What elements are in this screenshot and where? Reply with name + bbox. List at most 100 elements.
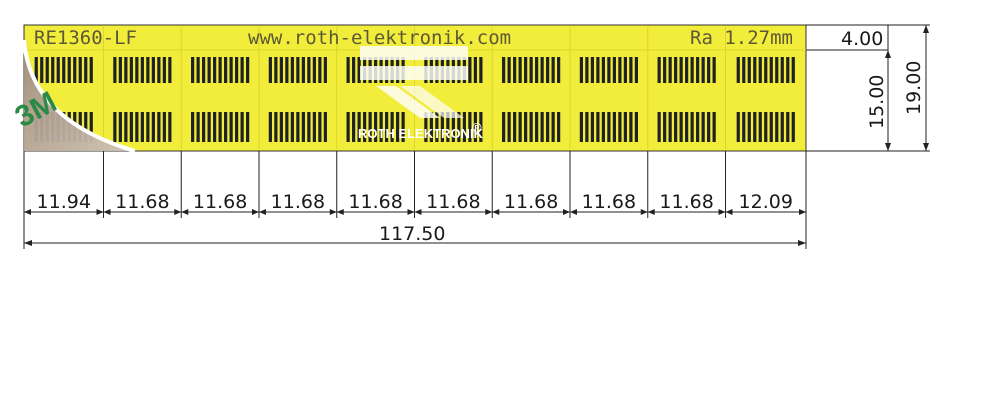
smd-pad [747, 112, 751, 142]
smd-pad [157, 57, 161, 83]
smd-pad [685, 112, 689, 142]
smd-pad [674, 57, 678, 83]
arrowhead-icon [492, 209, 500, 215]
smd-pad [307, 57, 311, 83]
smd-pad [634, 57, 638, 83]
smd-pad [623, 112, 627, 142]
smd-pad [769, 112, 773, 142]
smd-pad [507, 112, 511, 142]
smd-pad [479, 57, 483, 83]
smd-pad [612, 57, 616, 83]
smd-pad [274, 57, 278, 83]
smd-pad [151, 57, 155, 83]
roth-logo [360, 46, 468, 118]
smd-pad [312, 112, 316, 142]
smd-pad [473, 57, 477, 83]
segment-dim-label: 12.09 [739, 191, 793, 213]
smd-pad [473, 112, 477, 142]
smd-pad [135, 57, 139, 83]
smd-pad [690, 57, 694, 83]
smd-pad [67, 57, 71, 83]
smd-pad [529, 57, 533, 83]
smd-pad [196, 57, 200, 83]
arrowhead-icon [563, 209, 571, 215]
smd-pad [274, 112, 278, 142]
smd-pad [707, 112, 711, 142]
smd-pad [764, 112, 768, 142]
smd-pad [146, 57, 150, 83]
smd-pad [73, 57, 77, 83]
smd-pad [601, 57, 605, 83]
smd-pad [607, 112, 611, 142]
smd-pad [62, 57, 66, 83]
smd-pad [268, 112, 272, 142]
arrowhead-icon [251, 209, 259, 215]
smd-pad [424, 112, 428, 142]
smd-pad [634, 112, 638, 142]
smd-pad [786, 57, 790, 83]
smd-pad [401, 112, 405, 142]
smd-pad [540, 112, 544, 142]
smd-pad [535, 57, 539, 83]
smd-pad [191, 57, 195, 83]
smd-pad [385, 112, 389, 142]
smd-pad [246, 112, 250, 142]
arrowhead-icon [923, 25, 929, 33]
smd-pad [34, 57, 38, 83]
segment-dim-label: 11.68 [504, 191, 558, 213]
smd-pad [764, 57, 768, 83]
smd-pad [479, 112, 483, 142]
smd-pad [84, 57, 88, 83]
smd-pad [502, 57, 506, 83]
smd-pad [590, 57, 594, 83]
smd-pad [557, 112, 561, 142]
smd-pad [607, 57, 611, 83]
ic-module [502, 57, 561, 142]
smd-pad [529, 112, 533, 142]
smd-pad [135, 112, 139, 142]
smd-pad [323, 112, 327, 142]
smd-pad [113, 57, 117, 83]
smd-pad [363, 112, 367, 142]
smd-pad [668, 57, 672, 83]
logo-bar-mid [360, 66, 468, 80]
smd-pad [390, 112, 394, 142]
segment-dim-label: 11.68 [348, 191, 402, 213]
smd-pad [663, 57, 667, 83]
smd-pad [352, 57, 356, 83]
smd-pad [468, 112, 472, 142]
smd-pad [157, 112, 161, 142]
smd-pad [240, 112, 244, 142]
arrowhead-icon [799, 209, 806, 215]
smd-pad [468, 57, 472, 83]
smd-pad [318, 112, 322, 142]
arrowhead-icon [570, 209, 578, 215]
smd-pad [246, 57, 250, 83]
smd-pad [753, 57, 757, 83]
smd-pad [446, 112, 450, 142]
smd-pad [129, 57, 133, 83]
smd-pad [357, 112, 361, 142]
smd-pad [679, 57, 683, 83]
pcb-board: 3M RE1360-LF www.roth-elektronik.com Ra … [10, 24, 807, 153]
smd-pad [753, 112, 757, 142]
smd-pad [56, 57, 60, 83]
smd-pad [196, 112, 200, 142]
smd-pad [374, 112, 378, 142]
smd-pad [124, 112, 128, 142]
smd-pad [629, 112, 633, 142]
smd-pad [290, 57, 294, 83]
logo-company-name: ROTH ELEKTRONIK [358, 126, 484, 141]
segment-dim-label: 11.68 [582, 191, 636, 213]
smd-pad [579, 57, 583, 83]
smd-pad [279, 112, 283, 142]
smd-pad [712, 57, 716, 83]
smd-pad [89, 112, 93, 142]
arrowhead-icon [885, 143, 891, 151]
smd-pad [235, 57, 239, 83]
smd-pad [791, 112, 795, 142]
segment-dim-label: 11.68 [193, 191, 247, 213]
smd-pad [89, 57, 93, 83]
smd-pad [585, 57, 589, 83]
